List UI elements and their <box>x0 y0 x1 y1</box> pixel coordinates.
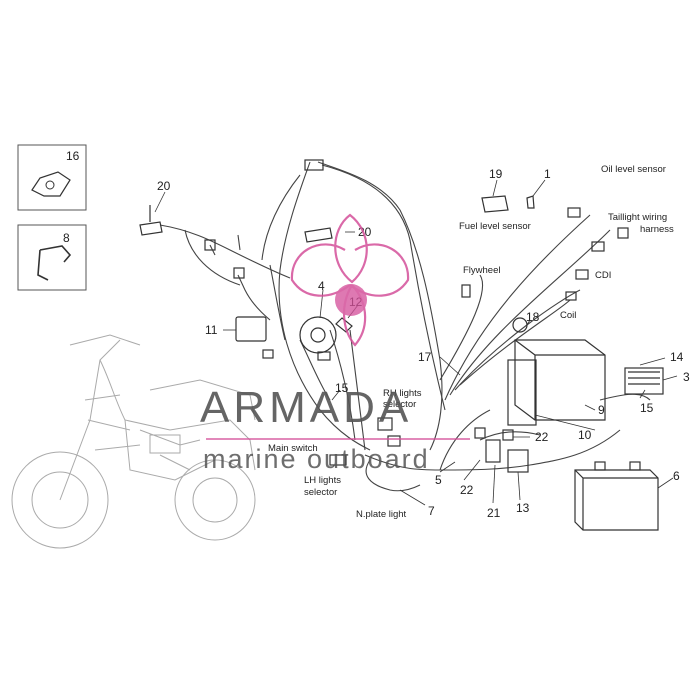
components <box>139 159 664 531</box>
part-number: 10 <box>578 428 592 442</box>
scooter-illustration <box>11 334 256 549</box>
label-nplate-light: N.plate light <box>356 509 407 520</box>
label-taillight-wiring: Taillight wiring <box>608 212 667 223</box>
part-number: 1 <box>544 167 551 181</box>
wiring-harness <box>159 161 651 492</box>
part-number: 18 <box>526 310 540 324</box>
part-number: 8 <box>63 231 70 245</box>
part-number: 22 <box>460 483 474 497</box>
part-number: 20 <box>157 179 171 193</box>
inset-part-16 <box>17 144 87 211</box>
part-number: 17 <box>418 350 432 364</box>
part-number: 9 <box>598 403 605 417</box>
watermark: ARMADA marine outboard <box>200 213 470 474</box>
part-number: 21 <box>487 506 501 520</box>
part-number: 22 <box>535 430 549 444</box>
label-flywheel: Flywheel <box>463 265 501 276</box>
part-number: 11 <box>205 323 218 337</box>
brand-logo-icon <box>290 213 410 347</box>
label-lh-selector: selector <box>304 487 337 498</box>
part-number: 13 <box>516 501 530 515</box>
label-taillight-harness: harness <box>640 224 674 235</box>
part-number: 15 <box>335 381 349 395</box>
part-number: 14 <box>670 350 684 364</box>
part-number: 6 <box>673 469 680 483</box>
label-fuel-level-sensor: Fuel level sensor <box>459 221 531 232</box>
part-number: 16 <box>66 149 80 163</box>
watermark-subtitle: marine outboard <box>203 444 430 474</box>
part-number: 5 <box>435 473 442 487</box>
part-number: 15 <box>640 401 654 415</box>
label-rh-selector: selector <box>383 399 416 410</box>
watermark-brand: ARMADA <box>200 383 412 432</box>
part-number: 19 <box>489 167 503 181</box>
label-main-switch: Main switch <box>268 443 318 454</box>
part-number: 4 <box>318 279 325 293</box>
part-number: 3 <box>683 370 690 384</box>
part-number: 7 <box>428 504 435 518</box>
label-rh-lights: RH lights <box>383 388 422 399</box>
inset-part-8 <box>17 224 87 291</box>
label-oil-level-sensor: Oil level sensor <box>601 164 666 175</box>
label-lh-lights: LH lights <box>304 475 341 486</box>
callout-labels: Oil level sensor Taillight wiring harnes… <box>268 164 674 520</box>
label-cdi: CDI <box>595 270 611 281</box>
label-coil: Coil <box>560 310 576 321</box>
